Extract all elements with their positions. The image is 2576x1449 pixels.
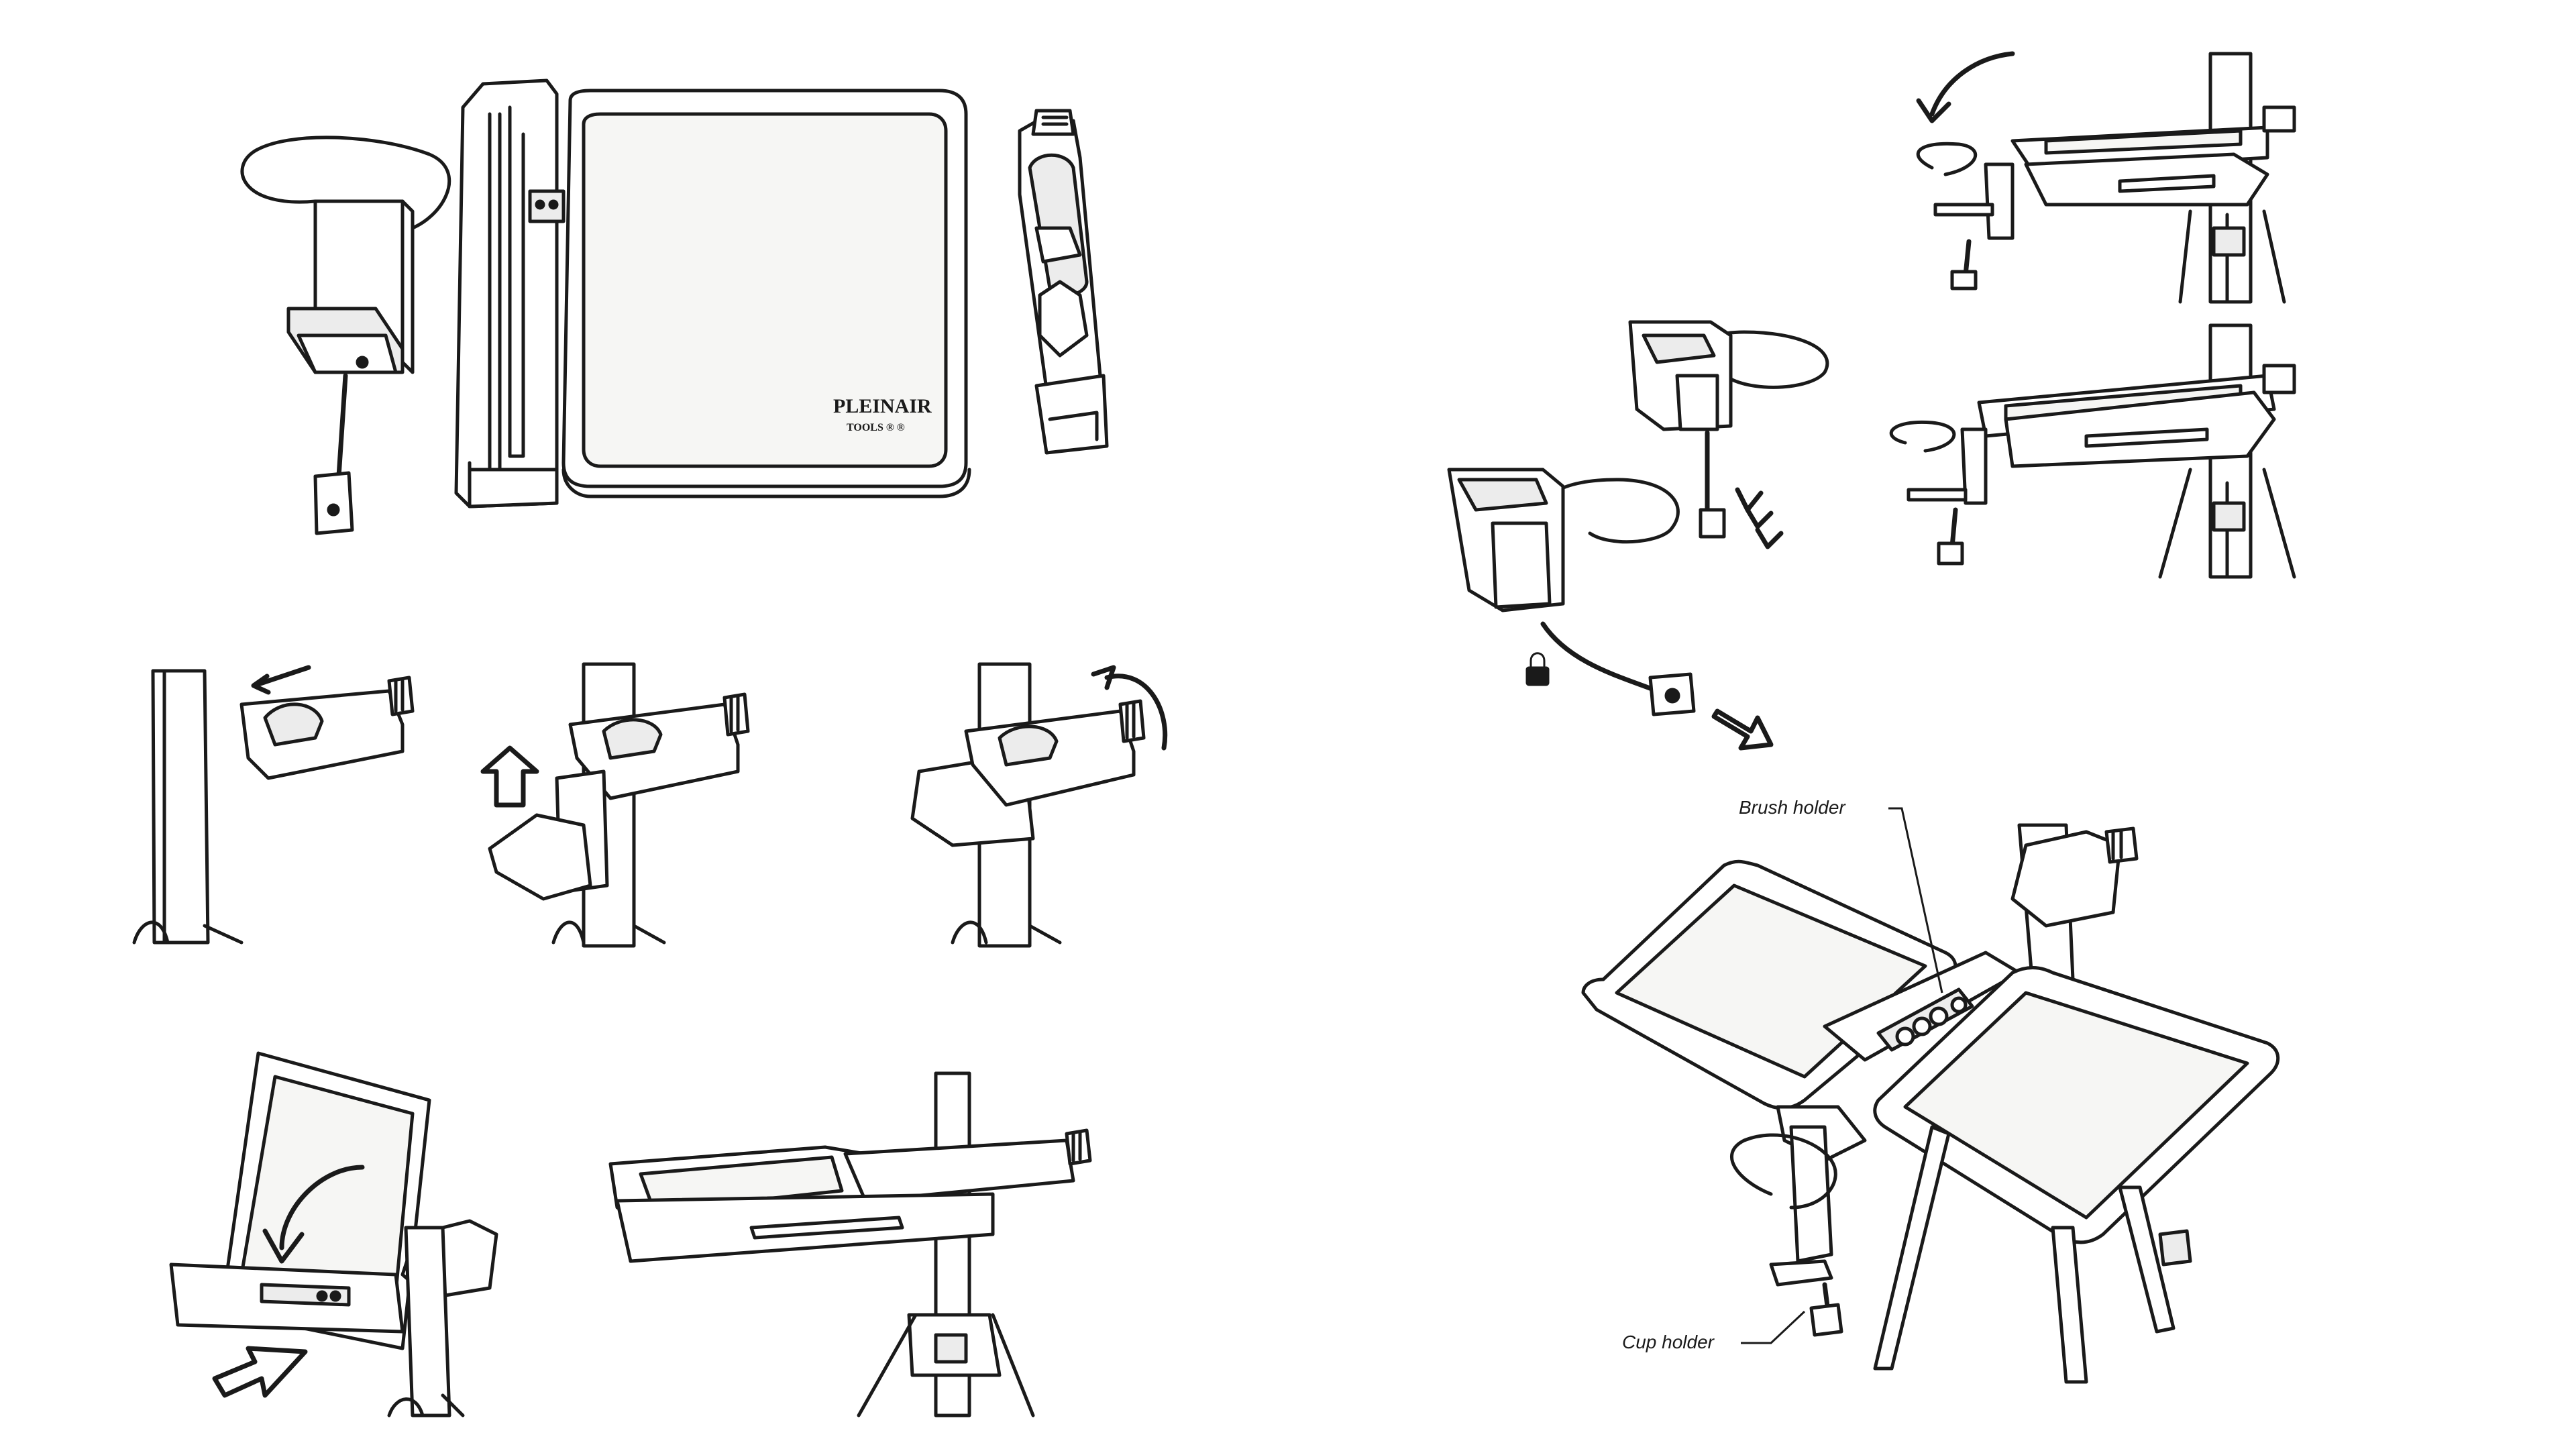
lock-icon xyxy=(1525,652,1550,686)
large-cup-holder xyxy=(1447,468,1774,751)
palette-slide-panel xyxy=(169,1051,498,1417)
step-opened-palette-detail: Brush holder Cup holder xyxy=(1581,797,2280,1384)
fold-top-panel xyxy=(1916,51,2296,304)
cup-holder-part xyxy=(240,136,451,535)
step-components: PLEINAIR TOOLS ® ® xyxy=(240,78,1109,535)
clamp-lift-panel xyxy=(480,662,750,948)
folded-palette-part: PLEINAIR TOOLS ® ® xyxy=(454,78,971,508)
brush-holder-label: Brush holder xyxy=(1739,797,1846,818)
fold-bottom-panel xyxy=(1889,323,2296,579)
step-clamp-mount xyxy=(132,662,1168,948)
step-cup-holder-detail xyxy=(1447,320,1829,751)
small-cup-holder xyxy=(1628,320,1829,549)
step-attach-palette xyxy=(169,1051,1092,1417)
clamp-tighten-panel xyxy=(910,662,1168,948)
cup-holder-label: Cup holder xyxy=(1622,1332,1715,1352)
step-fold-on-tripod xyxy=(1889,51,2296,579)
palette-opened-panel xyxy=(608,1071,1092,1417)
brand-logo-line2: TOOLS ® ® xyxy=(847,422,905,433)
clamp-part xyxy=(1018,109,1109,455)
clamp-slide-panel xyxy=(132,665,415,945)
brand-logo-line1: PLEINAIR xyxy=(833,395,932,417)
